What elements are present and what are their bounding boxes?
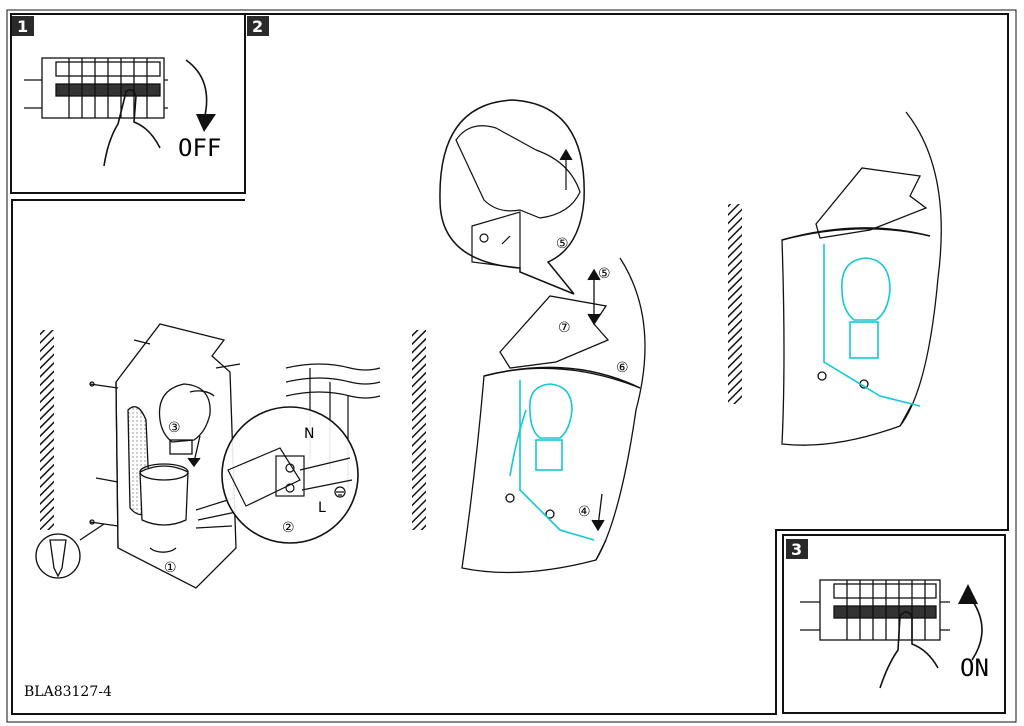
wall-hatch-left <box>40 330 54 530</box>
step1-panel: 1 OFF <box>12 16 221 167</box>
callout-5-detail: ⑤ <box>556 236 569 252</box>
wall-hatch-right <box>728 204 742 404</box>
breaker-box-off <box>24 57 208 167</box>
mounting-illustration: N L ② ① ③ <box>35 323 381 589</box>
down-arrow-icon <box>196 114 216 132</box>
callout-1: ① <box>164 560 177 576</box>
callout-6: ⑥ <box>616 360 629 376</box>
wall-hatch-center <box>412 330 426 530</box>
clip-detail-bubble <box>439 99 585 295</box>
shade-fitting-illustration: ⑤ ⑦ ⑥ ⑤ ④ <box>412 99 646 574</box>
wire-label-n: N <box>304 426 314 442</box>
step3-panel: 3 ON <box>786 539 989 689</box>
panel-borders <box>6 9 1017 723</box>
callout-7: ⑦ <box>558 320 571 336</box>
step1-number: 1 <box>17 17 28 36</box>
off-label: OFF <box>178 134 221 162</box>
breaker-box-on <box>800 579 983 689</box>
wire-label-l: L <box>318 500 326 516</box>
callout-4: ④ <box>578 504 591 520</box>
step3-number-tag <box>786 539 808 559</box>
step3-number: 3 <box>791 540 802 559</box>
step2-number: 2 <box>252 17 263 36</box>
finished-lamp-illustration <box>728 111 942 446</box>
step1-number-tag <box>12 16 34 36</box>
up-arrow-icon <box>958 584 978 604</box>
callout-2: ② <box>282 520 295 536</box>
step2-number-tag <box>247 16 269 36</box>
document-code: BLA83127-4 <box>24 684 112 700</box>
bulb-cyan-center <box>509 380 595 541</box>
on-label: ON <box>960 654 989 682</box>
bulb-cyan-right <box>823 244 921 407</box>
callout-5: ⑤ <box>598 266 611 282</box>
terminal-detail-circle <box>221 406 359 544</box>
callout-3: ③ <box>168 420 181 436</box>
